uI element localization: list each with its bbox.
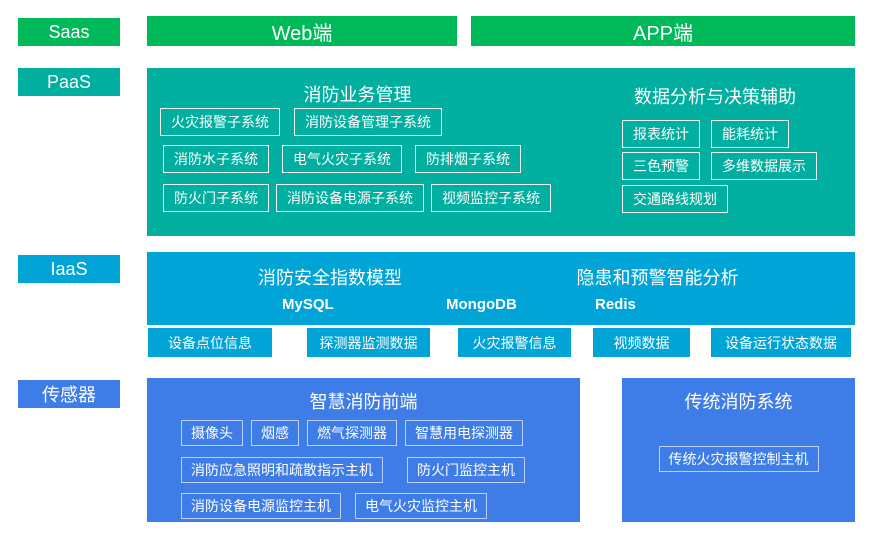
paas-panel: 消防业务管理 火灾报警子系统 消防设备管理子系统 消防水子系统 电气火灾子系统 … xyxy=(147,68,855,236)
db-mongodb-label: MongoDB xyxy=(446,296,517,313)
data-source-box: 火灾报警信息 xyxy=(458,328,571,357)
subsystem-box: 火灾报警子系统 xyxy=(160,108,280,136)
safety-index-title: 消防安全指数模型 xyxy=(258,268,402,288)
traditional-system-panel: 传统消防系统 传统火灾报警控制主机 xyxy=(622,378,855,522)
hazard-analysis-title: 隐患和预警智能分析 xyxy=(576,268,739,288)
device-box: 摄像头 xyxy=(181,420,243,446)
smart-front-title: 智慧消防前端 xyxy=(309,392,418,412)
business-row-2: 消防水子系统 电气火灾子系统 防排烟子系统 xyxy=(163,145,521,173)
business-row-1: 火灾报警子系统 消防设备管理子系统 xyxy=(160,108,442,136)
data-source-box: 视频数据 xyxy=(593,328,690,357)
device-box: 燃气探测器 xyxy=(307,420,397,446)
device-box: 消防设备电源监控主机 xyxy=(181,493,341,519)
db-mysql-label: MySQL xyxy=(282,296,334,313)
analysis-row-1: 报表统计 能耗统计 xyxy=(622,120,789,148)
business-row-3: 防火门子系统 消防设备电源子系统 视频监控子系统 xyxy=(163,184,551,212)
data-source-box: 探测器监测数据 xyxy=(307,328,430,357)
device-row-1: 摄像头 烟感 燃气探测器 智慧用电探测器 xyxy=(181,420,523,446)
subsystem-box: 消防设备管理子系统 xyxy=(294,108,442,136)
device-box: 消防应急照明和疏散指示主机 xyxy=(181,457,383,483)
subsystem-box: 视频监控子系统 xyxy=(431,184,551,212)
web-terminal-bar: Web端 xyxy=(147,16,457,46)
device-box: 智慧用电探测器 xyxy=(405,420,523,446)
rail-label-iaas: IaaS xyxy=(18,255,120,283)
analysis-box: 交通路线规划 xyxy=(622,185,728,213)
db-redis-label: Redis xyxy=(595,296,636,313)
rail-label-saas: Saas xyxy=(18,18,120,46)
subsystem-box: 防火门子系统 xyxy=(163,184,269,212)
rail-label-sensor: 传感器 xyxy=(18,380,120,408)
analysis-box: 三色预警 xyxy=(622,152,700,180)
data-source-box: 设备运行状态数据 xyxy=(711,328,851,357)
device-box: 传统火灾报警控制主机 xyxy=(658,446,819,472)
device-box: 防火门监控主机 xyxy=(407,457,525,483)
iaas-panel: 消防安全指数模型 隐患和预警智能分析 MySQL MongoDB Redis xyxy=(147,252,855,325)
analysis-box: 能耗统计 xyxy=(711,120,789,148)
analysis-row-3: 交通路线规划 xyxy=(622,185,728,213)
subsystem-box: 电气火灾子系统 xyxy=(282,145,402,173)
data-analysis-title: 数据分析与决策辅助 xyxy=(634,87,796,107)
app-terminal-bar: APP端 xyxy=(471,16,855,46)
subsystem-box: 消防水子系统 xyxy=(163,145,269,173)
device-box: 电气火灾监控主机 xyxy=(355,493,487,519)
device-row-2: 消防应急照明和疏散指示主机 防火门监控主机 xyxy=(181,457,525,483)
analysis-box: 报表统计 xyxy=(622,120,700,148)
traditional-row: 传统火灾报警控制主机 xyxy=(622,446,855,472)
traditional-system-title: 传统消防系统 xyxy=(684,392,793,412)
device-box: 烟感 xyxy=(251,420,299,446)
data-source-box: 设备点位信息 xyxy=(148,328,272,357)
rail-label-paas: PaaS xyxy=(18,68,120,96)
subsystem-box: 防排烟子系统 xyxy=(415,145,521,173)
smart-frontend-panel: 智慧消防前端 摄像头 烟感 燃气探测器 智慧用电探测器 消防应急照明和疏散指示主… xyxy=(147,378,580,522)
fire-business-title: 消防业务管理 xyxy=(303,85,412,105)
subsystem-box: 消防设备电源子系统 xyxy=(276,184,424,212)
analysis-box: 多维数据展示 xyxy=(711,152,817,180)
analysis-row-2: 三色预警 多维数据展示 xyxy=(622,152,817,180)
device-row-3: 消防设备电源监控主机 电气火灾监控主机 xyxy=(181,493,487,519)
